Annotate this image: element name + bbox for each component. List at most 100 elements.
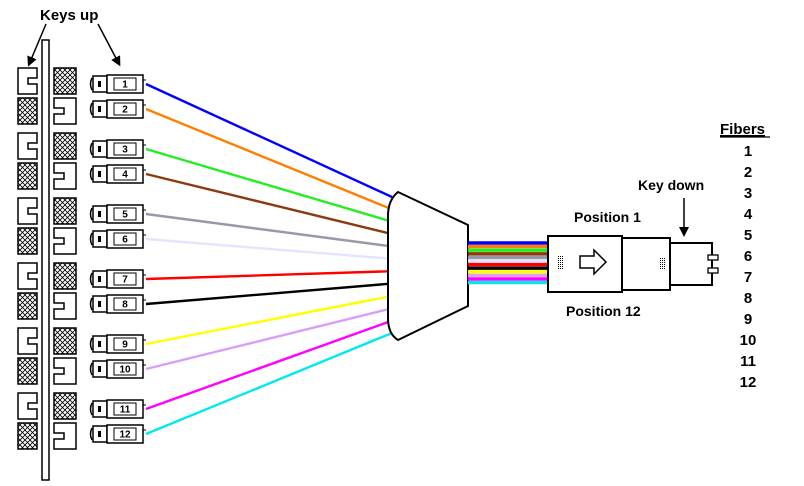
panel-latch-lower xyxy=(53,422,77,450)
connector-tip xyxy=(89,272,93,286)
connector-6: 6 xyxy=(89,229,146,249)
fanout-body xyxy=(387,190,469,342)
connector-label-box xyxy=(113,337,137,351)
panel-adapter-hatch xyxy=(53,327,77,355)
connector-number: 11 xyxy=(120,405,131,416)
fiber-line-4 xyxy=(145,172,393,236)
fiber-list-item: 4 xyxy=(744,206,753,223)
key-down-label: Key down xyxy=(638,177,704,193)
connector-tip xyxy=(89,232,93,246)
connector-2: 2 xyxy=(89,99,146,119)
keys-up-arrow-left xyxy=(27,23,47,67)
connector-number: 10 xyxy=(119,365,131,376)
fiber-line-3 xyxy=(145,147,393,223)
position-1-label: Position 1 xyxy=(574,209,641,225)
panel-adapter-hatch xyxy=(17,227,38,255)
mpo-key-marker xyxy=(558,255,564,269)
connector-key xyxy=(98,406,101,412)
fiber-line-5 xyxy=(145,212,393,248)
fiber-list-item: 12 xyxy=(740,374,757,391)
connector-number: 3 xyxy=(122,145,128,156)
connector-label-box xyxy=(113,427,137,441)
mpo-ferrule-body xyxy=(621,237,671,291)
guide-pin-bottom xyxy=(707,267,719,274)
panel-adapter-hatch xyxy=(53,197,77,225)
panel-adapter-hatch xyxy=(17,292,38,320)
fiber-list-item: 10 xyxy=(740,332,757,349)
connector-9: 9 xyxy=(89,334,146,354)
connector-tip xyxy=(89,337,93,351)
panel-latch-upper xyxy=(17,262,38,290)
fiber-fanout xyxy=(145,82,393,436)
mpo-ferrule-marker xyxy=(660,258,665,270)
connector-3: 3 xyxy=(89,139,146,159)
fiber-line-8 xyxy=(145,282,393,306)
fiber-list-item: 3 xyxy=(744,185,752,202)
panel-adapter-hatch xyxy=(17,97,38,125)
panel-latch-upper xyxy=(17,67,38,95)
panel-rail xyxy=(41,39,50,481)
connector-key xyxy=(98,276,101,282)
connector-key xyxy=(98,146,101,152)
connector-key xyxy=(98,301,101,307)
fiber-line-10 xyxy=(145,307,393,371)
panel-adapter-hatch xyxy=(17,162,38,190)
connector-key xyxy=(98,171,101,177)
connector-tip xyxy=(89,427,93,441)
connector-key xyxy=(98,341,101,347)
connector-number: 5 xyxy=(122,210,128,221)
panel-latch-upper xyxy=(17,197,38,225)
fiber-line-7 xyxy=(145,269,393,281)
fiber-line-6 xyxy=(145,237,393,261)
keys-up-label: Keys up xyxy=(40,7,98,24)
connector-number: 8 xyxy=(122,300,128,311)
fiber-line-9 xyxy=(145,294,393,346)
panel-adapter-hatch xyxy=(53,262,77,290)
connector-number: 4 xyxy=(122,170,128,181)
connector-tip xyxy=(89,142,93,156)
connector-key xyxy=(98,106,101,112)
connector-11: 11 xyxy=(89,399,146,419)
position-12-label: Position 12 xyxy=(566,303,641,319)
fiber-ribbon xyxy=(468,241,549,285)
connector-tip xyxy=(89,297,93,311)
connector-tip xyxy=(89,402,93,416)
connector-10: 10 xyxy=(89,359,146,379)
fiber-list-item: 8 xyxy=(744,290,752,307)
connector-number: 12 xyxy=(119,430,131,441)
panel-latch-lower xyxy=(53,227,77,255)
connector-1: 1 xyxy=(89,74,146,94)
connector-label-box xyxy=(113,142,137,156)
fiber-line-12 xyxy=(145,331,393,436)
panel-latch-lower xyxy=(53,162,77,190)
connector-label-box xyxy=(113,102,137,116)
adapter-panel xyxy=(17,39,77,481)
arrow-right-icon xyxy=(579,248,608,276)
guide-pin-top xyxy=(707,254,719,261)
fiber-list-item: 6 xyxy=(744,248,752,265)
connector-4: 4 xyxy=(89,164,146,184)
connector-tip xyxy=(89,167,93,181)
fiber-list-item: 9 xyxy=(744,311,752,328)
connector-tip xyxy=(89,362,93,376)
fiber-line-11 xyxy=(145,319,393,411)
mpo-connector xyxy=(547,235,719,293)
connector-label-box xyxy=(113,77,137,91)
connector-key xyxy=(98,81,101,87)
connector-tip xyxy=(89,102,93,116)
connector-key xyxy=(98,431,101,437)
panel-latch-upper xyxy=(17,392,38,420)
connector-number: 1 xyxy=(122,80,128,91)
panel-latch-lower xyxy=(53,357,77,385)
connector-number: 6 xyxy=(122,235,128,246)
fibers-header: Fibers xyxy=(720,121,765,138)
connector-12: 12 xyxy=(89,424,146,444)
connector-number: 2 xyxy=(122,105,128,116)
panel-latch-lower xyxy=(53,97,77,125)
connector-label-box xyxy=(113,167,137,181)
panel-latch-lower xyxy=(53,292,77,320)
panel-adapter-hatch xyxy=(53,392,77,420)
connector-label-box xyxy=(113,297,137,311)
